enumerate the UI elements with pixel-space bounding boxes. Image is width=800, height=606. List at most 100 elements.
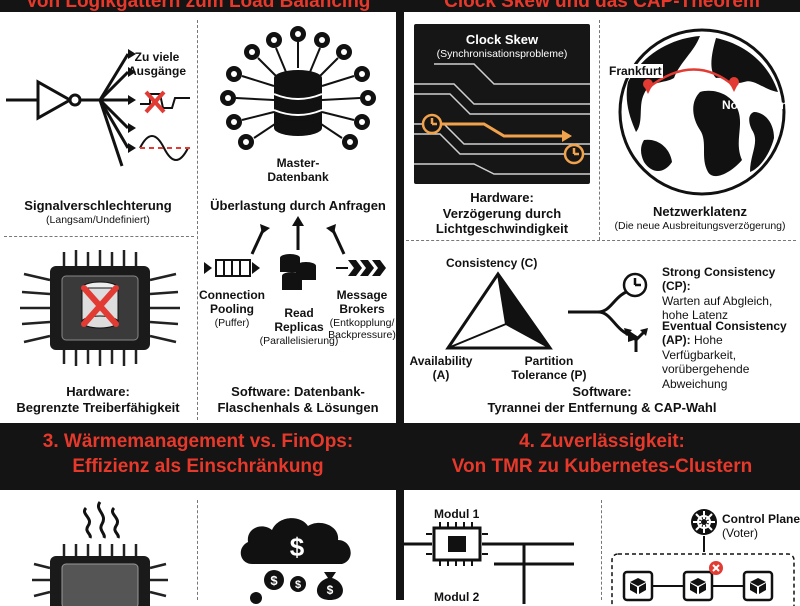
- panel-divider-left-h: [4, 236, 194, 237]
- strong-title: Strong Consistency (CP):: [662, 265, 776, 294]
- panel-divider-bottom-right: [601, 500, 602, 600]
- money-bag-icon: [317, 572, 343, 600]
- replicas-icon: [280, 254, 316, 290]
- svg-text:$: $: [290, 532, 305, 562]
- clock-icon-left: [421, 113, 443, 135]
- strong-desc-1: Warten auf Abgleich,: [662, 293, 773, 308]
- fanout-label-line2: Ausgänge: [127, 64, 186, 79]
- master-db-diagram: [220, 26, 376, 150]
- panel1-hw-line1: Hardware:: [66, 384, 130, 399]
- fanout-label-line1: Zu viele: [134, 50, 180, 64]
- location-pin-icon-b: [729, 77, 739, 92]
- control-plane-sub: (Voter): [722, 526, 759, 541]
- brokers-line1: Message: [336, 288, 388, 302]
- bottom-banner-left-line1: 3. Wärmemanagement vs. FinOps:: [42, 431, 354, 452]
- skew-title: Clock Skew: [465, 32, 539, 47]
- cloud-money-icon: $ $ $ $: [240, 518, 351, 604]
- replicas-sub: (Parallelisierung): [259, 334, 339, 347]
- strong-desc-2: hohe Latenz: [662, 308, 729, 323]
- fanout-label: Zu viele Ausgänge: [118, 50, 196, 79]
- modul-1-label: Modul 1: [434, 507, 480, 521]
- cap-availability: Availability (A): [406, 354, 476, 383]
- broker-chevrons-icon: [348, 260, 386, 276]
- error-x-icon: [144, 90, 166, 114]
- eventual-title: Eventual Consistency: [662, 319, 787, 333]
- top-banner-left-text: Von Logikgattern zum Load Balancing: [25, 0, 371, 12]
- bottom-banner-right-line1: 4. Zuverlässigkeit:: [519, 431, 685, 452]
- panel3-hardware-caption: Hardware: Verzögerung durch Lichtgeschwi…: [404, 190, 600, 237]
- panel3-sw-line1: Software:: [572, 384, 632, 399]
- pooling-line1: Connection: [199, 288, 265, 302]
- fanout-diagram: [6, 49, 192, 167]
- master-db-line1: Master-: [276, 156, 320, 170]
- top-banner-right-text: Clock Skew und das CAP-Theorem: [444, 0, 760, 12]
- panel1-hardware-caption: Hardware: Begrenzte Treiberfähigkeit: [0, 384, 196, 415]
- eventual-title-2: (AP):: [662, 333, 691, 348]
- panel1-hw-line2: Begrenzte Treiberfähigkeit: [16, 399, 180, 415]
- eventual-desc-1: vorübergehende: [662, 362, 750, 377]
- panel-divider-left: [197, 20, 198, 420]
- overload-title: Überlastung durch Anfragen: [210, 198, 386, 213]
- cap-availability-line2: (A): [432, 368, 450, 383]
- svg-text:$: $: [295, 579, 301, 591]
- top-banner-right: Clock Skew und das CAP-Theorem: [404, 0, 800, 12]
- tmr-diagram: [404, 522, 574, 604]
- bottom-banner-bar: [0, 423, 800, 490]
- clock-skew-image: Clock Skew (Synchronisationsprobleme): [414, 24, 590, 184]
- pooling-line2: Pooling: [210, 302, 254, 317]
- circuit-traces: [414, 63, 590, 175]
- cap-partition: Partition Tolerance (P): [504, 354, 594, 383]
- buffer-icon: [215, 259, 251, 277]
- location-pin-icon-a: [643, 79, 653, 94]
- chip-icon: [20, 250, 180, 366]
- top-banner-left: Von Logikgattern zum Load Balancing: [0, 0, 396, 12]
- panel3-hw-line2: Verzögerung durch: [442, 205, 562, 221]
- bottom-banner-left: 3. Wärmemanagement vs. FinOps: Effizienz…: [0, 430, 396, 479]
- control-plane-label: Control Plane (Voter): [722, 512, 800, 541]
- pooling-sub: (Puffer): [214, 316, 250, 329]
- modul-2-label: Modul 2: [434, 590, 480, 604]
- panel-divider-right-v: [599, 20, 600, 240]
- replicas-label: Read Replicas (Parallelisierung): [256, 306, 342, 347]
- city-frankfurt: Frankfurt: [608, 64, 663, 78]
- node-box-icon-3: [742, 570, 774, 602]
- brokers-sub1: (Entkopplung/: [329, 316, 395, 329]
- cluster-diagram: [611, 536, 795, 606]
- signal-title: Signalverschlechterung: [24, 198, 172, 213]
- fork-arrows-icon: [624, 328, 648, 352]
- strong-consistency-block: Strong Consistency (CP): Warten auf Abgl…: [662, 265, 800, 323]
- kubernetes-helm-icon: [691, 509, 717, 535]
- bottom-banner-left-line2: Effizienz als Einschränkung: [72, 455, 324, 477]
- panel-divider-bottom-left: [197, 500, 198, 600]
- coin-icon-2: [290, 576, 306, 592]
- solutions-diagram: [204, 216, 386, 290]
- eventual-consistency-block: Eventual Consistency (AP): Hohe Verfügba…: [662, 319, 800, 391]
- panel2-software-caption: Software: Datenbank- Flaschenhals & Lösu…: [200, 384, 396, 415]
- node-box-icon: [622, 570, 654, 602]
- signal-sub: (Langsam/Undefiniert): [46, 213, 150, 226]
- node-box-icon-2: [682, 570, 714, 602]
- hot-chip-icon: [32, 501, 168, 606]
- coin-icon: [264, 570, 284, 590]
- cap-partition-line1: Partition: [524, 354, 574, 368]
- city-nord-virginia: Nord-Virginia: [722, 98, 798, 112]
- eventual-desc-2: Abweichung: [662, 376, 728, 391]
- panel2-sw-line2: Flaschenhals & Lösungen: [217, 399, 379, 415]
- pooling-label: Connection Pooling (Puffer): [196, 288, 268, 329]
- panel3-hw-line3: Lichtgeschwindigkeit: [435, 221, 569, 237]
- signal-caption: Signalverschlechterung (Langsam/Undefini…: [0, 198, 196, 226]
- clock-icon-right: [563, 143, 585, 165]
- replicas-line1: Read: [284, 306, 314, 320]
- control-plane-title: Control Plane: [722, 512, 800, 526]
- master-db-label: Master- Datenbank: [250, 156, 346, 185]
- latency-title: Netzwerklatenz: [653, 204, 747, 219]
- center-divider: [396, 0, 404, 423]
- failed-node-icon: [709, 561, 723, 575]
- center-divider-bottom: [396, 490, 404, 600]
- skew-sub: (Synchronisationsprobleme): [436, 48, 568, 60]
- master-db-line2: Datenbank: [267, 170, 329, 185]
- svg-text:$: $: [270, 573, 278, 588]
- panel3-sw-line2: Tyrannei der Entfernung & CAP-Wahl: [487, 399, 717, 415]
- cap-consistency: Consistency (C): [446, 256, 538, 270]
- panel2-sw-line1: Software: Datenbank-: [231, 384, 365, 399]
